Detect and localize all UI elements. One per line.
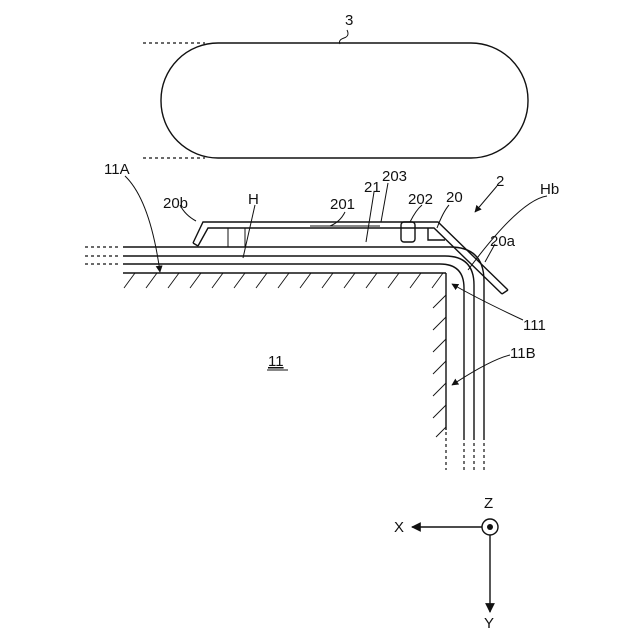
- leader-111: [452, 284, 523, 320]
- leader-2: [475, 186, 497, 212]
- layer-inner: [123, 264, 464, 440]
- leader-20: [437, 205, 449, 228]
- member-2: [193, 222, 508, 294]
- label-H: H: [248, 191, 259, 208]
- leader-11A: [125, 176, 160, 272]
- body-11: [123, 273, 446, 437]
- label-2: 2: [496, 173, 504, 190]
- label-202: 202: [408, 191, 433, 208]
- leader-11B: [452, 355, 510, 385]
- component-3: [143, 30, 528, 158]
- leader-201: [330, 212, 345, 226]
- hatch-top: [124, 273, 443, 288]
- axis-z-label: Z: [484, 495, 493, 512]
- axis-y-label: Y: [484, 615, 494, 632]
- axis-z-dot: [487, 524, 493, 530]
- label-11: 11: [268, 353, 284, 370]
- leader-3: [340, 30, 349, 44]
- capsule-body: [161, 43, 528, 158]
- label-3: 3: [345, 12, 353, 29]
- hatch-side: [433, 295, 446, 437]
- coordinate-axes: Z X Y: [394, 495, 498, 632]
- label-20b: 20b: [163, 195, 188, 212]
- label-11B: 11B: [510, 345, 536, 362]
- axis-x-label: X: [394, 519, 404, 536]
- layer-sheets: [85, 247, 484, 470]
- member-2-inner: [198, 228, 502, 294]
- layer-middle: [123, 256, 474, 440]
- label-21: 21: [364, 179, 381, 196]
- label-203: 203: [382, 168, 407, 185]
- leader-21: [366, 192, 374, 242]
- part-202-clip: [401, 222, 415, 242]
- label-Hb: Hb: [540, 181, 559, 198]
- label-201: 201: [330, 196, 355, 213]
- label-111: 111: [523, 317, 546, 334]
- leader-203: [381, 183, 388, 222]
- label-11A: 11A: [104, 161, 130, 178]
- label-20a: 20a: [490, 233, 516, 250]
- label-20: 20: [446, 189, 463, 206]
